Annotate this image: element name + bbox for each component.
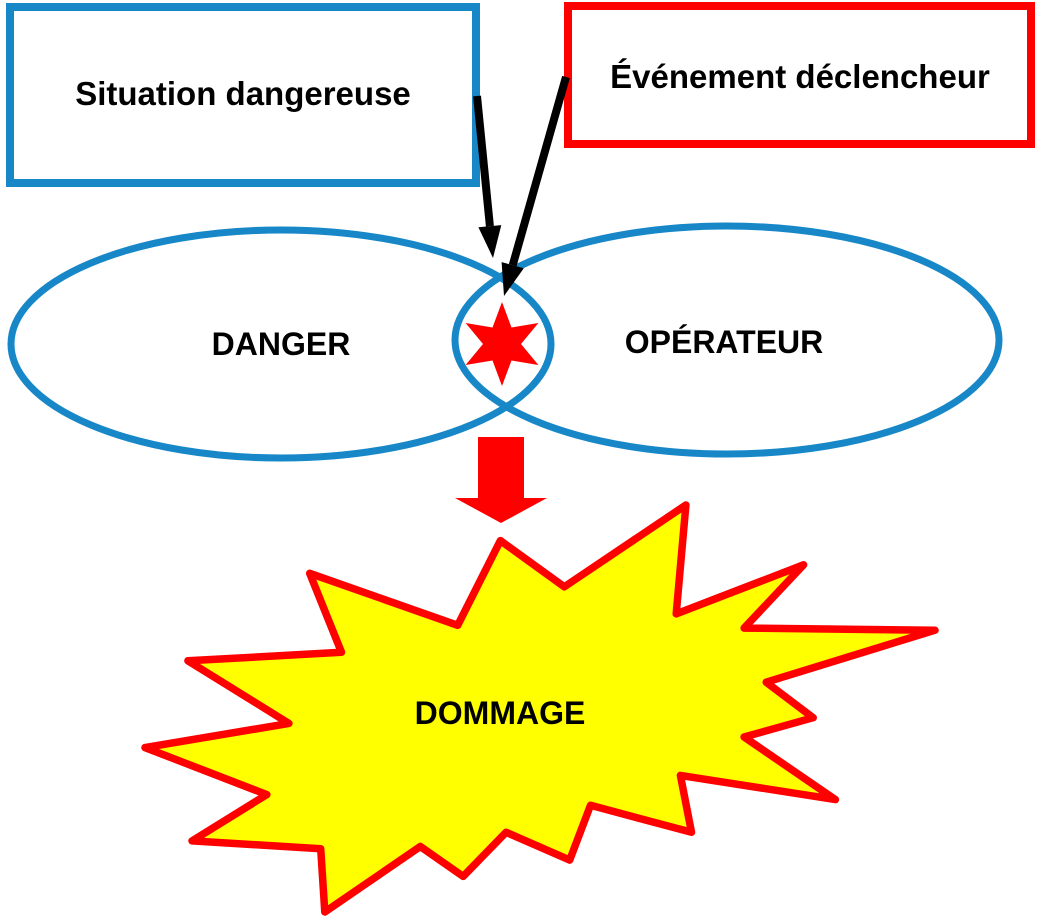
situation-dangereuse-box: [6, 3, 480, 187]
dommage-label: DOMMAGE: [415, 695, 586, 731]
evenement-arrow-line: [508, 75, 570, 267]
evenement-arrow: [501, 75, 570, 296]
danger-ellipse: [7, 226, 555, 462]
operateur-ellipse: [451, 222, 1003, 458]
evenement-declencheur-label: Événement déclencheur: [610, 58, 990, 95]
collision-star-icon: [465, 302, 539, 386]
dommage-burst: [141, 501, 939, 916]
situation-dangereuse-label: Situation dangereuse: [75, 75, 411, 112]
evenement-declencheur-box: [564, 2, 1035, 148]
situation-arrow: [473, 95, 502, 258]
down-block-arrow-icon: [455, 437, 547, 523]
situation-arrow-head-icon: [478, 225, 502, 258]
situation-arrow-line: [473, 95, 494, 227]
danger-label: DANGER: [212, 326, 351, 362]
operateur-label: OPÉRATEUR: [625, 324, 824, 360]
evenement-arrow-head-icon: [501, 262, 524, 296]
